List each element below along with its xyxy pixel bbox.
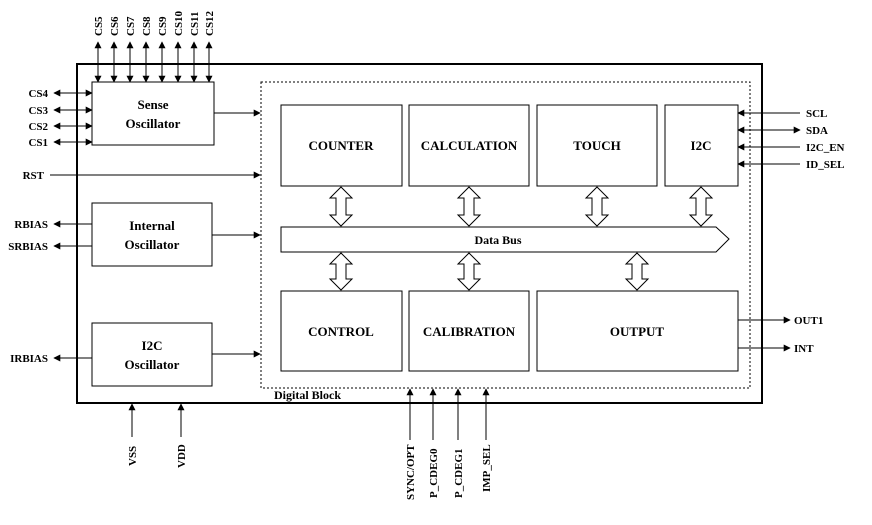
pin-cs8: CS8: [141, 16, 153, 36]
pin-sda: SDA: [806, 125, 828, 137]
double-arrow-icon: [688, 186, 714, 227]
pin-id-sel: ID_SEL: [806, 159, 845, 171]
pin-imp-sel: IMP_SEL: [481, 444, 493, 492]
pin-cs5: CS5: [93, 16, 105, 36]
pin-cs12: CS12: [204, 10, 216, 36]
svg-text:Oscillator: Oscillator: [125, 237, 180, 252]
digital-block-outline: [260, 81, 751, 389]
svg-text:CALIBRATION: CALIBRATION: [423, 324, 516, 339]
chip-outline: [76, 63, 763, 404]
pin-cs6: CS6: [109, 16, 121, 36]
pin-cs11: CS11: [189, 12, 201, 36]
counter-block: COUNTER: [280, 104, 403, 187]
double-arrow-icon: [584, 186, 610, 227]
pin-cs4: CS4: [28, 88, 48, 100]
svg-text:OUTPUT: OUTPUT: [610, 324, 665, 339]
pin-vdd: VDD: [176, 444, 188, 468]
svg-text:I2C: I2C: [691, 138, 712, 153]
svg-text:CALCULATION: CALCULATION: [421, 138, 518, 153]
digital-block-label: Digital Block: [274, 388, 341, 402]
pin-irbias: IRBIAS: [10, 353, 48, 365]
svg-text:Sense: Sense: [137, 97, 168, 112]
bottom-pins: VSS VDD SYNC/OPT P_CDEG0 P_CDEG1 IMP_SEL: [127, 388, 493, 500]
sense-oscillator-block: Sense Oscillator: [91, 81, 215, 146]
pin-cs9: CS9: [157, 16, 169, 36]
pin-out1: OUT1: [794, 315, 823, 327]
pin-cs2: CS2: [28, 121, 48, 133]
bus-connectors: [328, 186, 714, 291]
calibration-block: CALIBRATION: [408, 290, 530, 372]
svg-text:TOUCH: TOUCH: [573, 138, 620, 153]
svg-text:Internal: Internal: [129, 218, 175, 233]
svg-text:Oscillator: Oscillator: [125, 357, 180, 372]
control-block: CONTROL: [280, 290, 403, 372]
output-block: OUTPUT: [536, 290, 739, 372]
svg-text:I2C: I2C: [142, 338, 163, 353]
pin-cs3: CS3: [28, 105, 48, 117]
pin-scl: SCL: [806, 108, 827, 120]
internal-oscillator-block: Internal Oscillator: [91, 202, 213, 267]
left-pins: CS4 CS3 CS2 CS1 RST RBIAS SRBIAS IRBIAS: [8, 88, 261, 365]
double-arrow-icon: [328, 252, 354, 291]
double-arrow-icon: [456, 186, 482, 227]
pin-sync-opt: SYNC/OPT: [405, 444, 417, 500]
pin-int: INT: [794, 343, 814, 355]
pin-vss: VSS: [127, 446, 139, 466]
calculation-block: CALCULATION: [408, 104, 530, 187]
pin-rst: RST: [23, 170, 45, 182]
double-arrow-icon: [624, 252, 650, 291]
pin-p-cdeg0: P_CDEG0: [428, 448, 440, 498]
right-pins: SCL SDA I2C_EN ID_SEL OUT1 INT: [737, 108, 845, 355]
pin-cs1: CS1: [28, 137, 48, 149]
pin-srbias: SRBIAS: [8, 241, 48, 253]
pin-cs7: CS7: [125, 16, 137, 36]
pin-rbias: RBIAS: [14, 219, 48, 231]
svg-text:Oscillator: Oscillator: [126, 116, 181, 131]
pin-cs10: CS10: [173, 10, 185, 36]
double-arrow-icon: [456, 252, 482, 291]
svg-text:COUNTER: COUNTER: [308, 138, 374, 153]
touch-block: TOUCH: [536, 104, 658, 187]
pin-i2c-en: I2C_EN: [806, 142, 845, 154]
i2c-oscillator-block: I2C Oscillator: [91, 322, 213, 387]
svg-text:Data Bus: Data Bus: [474, 233, 521, 247]
i2c-block: I2C: [664, 104, 739, 187]
svg-text:CONTROL: CONTROL: [308, 324, 374, 339]
double-arrow-icon: [328, 186, 354, 227]
pin-p-cdeg1: P_CDEG1: [453, 449, 465, 499]
data-bus: Data Bus: [280, 226, 730, 253]
